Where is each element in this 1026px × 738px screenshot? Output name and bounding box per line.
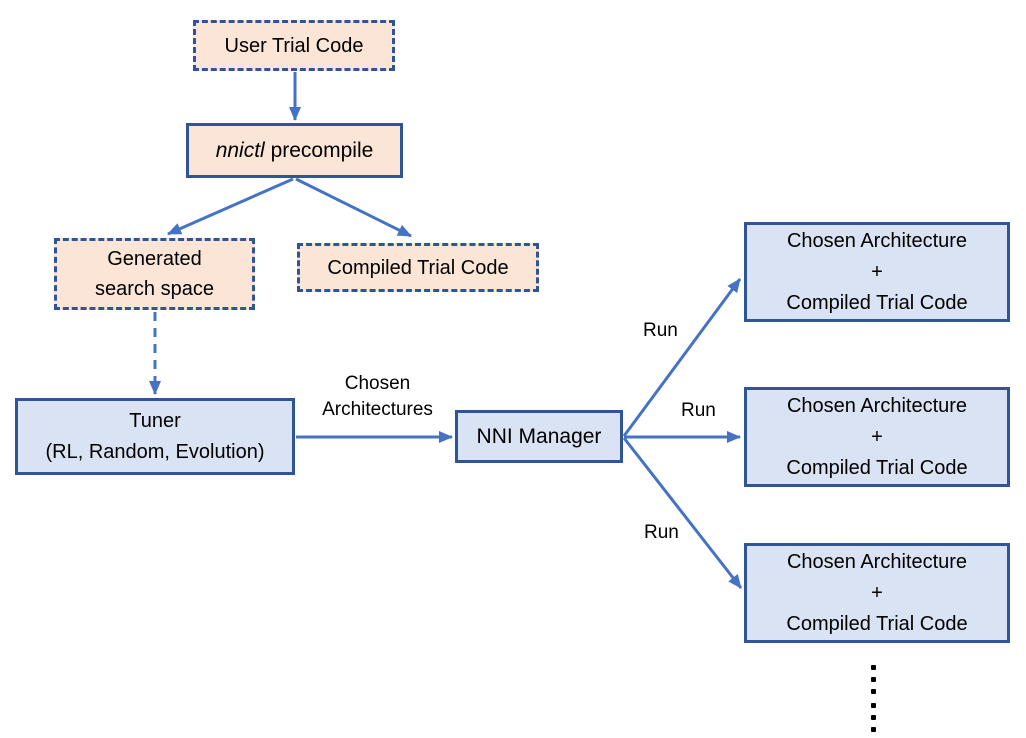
node-generated-search-space-line2: search space [95, 278, 214, 300]
node-trial-1-line3: Compiled Trial Code [786, 291, 968, 314]
node-generated-search-space-line1: Generated [107, 248, 202, 270]
arrow-nnictl-to-searchspace [167, 177, 294, 236]
node-nni-manager: NNI Manager [455, 410, 623, 463]
node-user-trial-code-label: User Trial Code [224, 34, 364, 57]
dot [871, 665, 876, 670]
node-nnictl-precompile: nnictl precompile [186, 123, 403, 178]
node-trial-3-line1: Chosen Architecture [786, 550, 968, 573]
node-compiled-trial-code-label: Compiled Trial Code [327, 256, 509, 279]
arrow-nnictl-to-compiled [295, 177, 412, 238]
node-trial-1-line1: Chosen Architecture [786, 229, 968, 252]
node-nni-manager-label: NNI Manager [476, 424, 602, 448]
nnictl-command-name: nnictl [215, 138, 265, 162]
node-trial-3-line3: Compiled Trial Code [786, 612, 968, 635]
node-trial-3-line2: + [871, 581, 883, 604]
node-compiled-trial-code: Compiled Trial Code [297, 243, 539, 292]
edge-label-chosen-architectures: Chosen Architectures [305, 371, 450, 423]
node-user-trial-code: User Trial Code [193, 20, 395, 71]
node-nnictl-precompile-label: nnictl precompile [216, 138, 374, 164]
dot [871, 703, 876, 708]
node-tuner-line1: Tuner [129, 409, 181, 432]
node-trial-3: Chosen Architecture + Compiled Trial Cod… [744, 543, 1010, 643]
node-trial-2-line3: Compiled Trial Code [786, 456, 968, 479]
dot [871, 715, 876, 720]
arrow-manager-to-trial3 [622, 437, 743, 589]
edge-label-run-3: Run [644, 522, 679, 543]
nnictl-command-rest: precompile [264, 138, 374, 162]
node-trial-1-line2: + [871, 260, 883, 283]
edge-label-run-1: Run [643, 320, 678, 341]
node-trial-1: Chosen Architecture + Compiled Trial Cod… [744, 222, 1010, 322]
edge-label-chosen-architectures-line1: Chosen [344, 373, 411, 394]
continuation-dots-upper [871, 665, 876, 694]
node-generated-search-space: Generated search space [54, 238, 255, 310]
edge-label-run-2: Run [681, 400, 716, 421]
node-trial-2-line1: Chosen Architecture [786, 394, 968, 417]
dot [871, 727, 876, 732]
node-tuner-line2: (RL, Random, Evolution) [45, 440, 265, 463]
node-trial-2: Chosen Architecture + Compiled Trial Cod… [744, 387, 1010, 487]
dot [871, 677, 876, 682]
continuation-dots-lower [871, 703, 876, 732]
node-trial-2-line2: + [871, 425, 883, 448]
dot [871, 689, 876, 694]
edge-label-chosen-architectures-line2: Architectures [322, 399, 433, 420]
node-tuner: Tuner (RL, Random, Evolution) [15, 398, 295, 475]
